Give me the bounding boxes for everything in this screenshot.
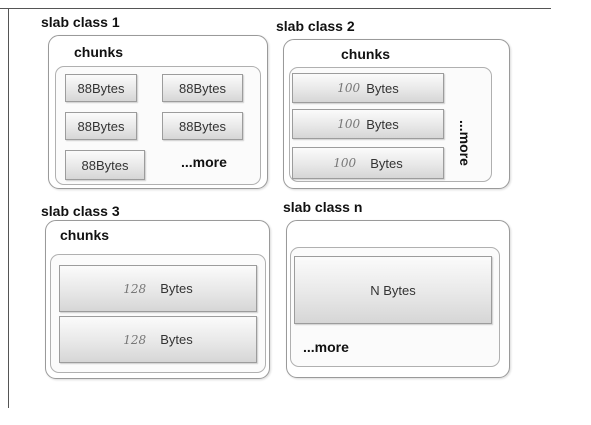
chunk-size-unit: Bytes bbox=[160, 332, 193, 347]
slab-class-n-chunk-area: N Bytes ...more bbox=[290, 247, 500, 367]
slab-class-1-chunks-label: chunks bbox=[74, 44, 124, 60]
chunk-size-number: 100 bbox=[337, 117, 361, 131]
chunk-size-number: 100 bbox=[337, 81, 361, 95]
slab-class-1-chunk: 88Bytes bbox=[65, 112, 137, 140]
slab-class-n-title: slab class n bbox=[283, 199, 363, 215]
slab-class-n-chunk: N Bytes bbox=[294, 256, 492, 324]
slab-class-1-chunk: 88Bytes bbox=[162, 112, 243, 140]
chunk-size-number: 128 bbox=[123, 281, 147, 296]
slab-class-2-chunk: 100 Bytes bbox=[292, 73, 444, 103]
slab-class-1-chunk-area: 88Bytes 88Bytes 88Bytes 88Bytes 88Bytes … bbox=[55, 66, 261, 185]
slab-class-2-title: slab class 2 bbox=[276, 18, 355, 34]
chunk-size-unit: Bytes bbox=[366, 80, 399, 96]
slab-class-1-chunk: 88Bytes bbox=[162, 74, 243, 102]
slab-class-1-title: slab class 1 bbox=[41, 14, 120, 30]
slab-class-3-chunks-label: chunks bbox=[60, 227, 110, 243]
slab-class-2-chunk: 100 Bytes bbox=[292, 109, 444, 139]
frame-left-border bbox=[8, 8, 9, 408]
chunk-size-unit: Bytes bbox=[160, 281, 193, 296]
frame-top-border bbox=[0, 8, 551, 9]
slab-class-2-chunks-label: chunks bbox=[341, 46, 391, 62]
slab-class-n-box: N Bytes ...more bbox=[286, 220, 510, 378]
slab-class-2-chunk: 100 Bytes bbox=[292, 147, 444, 179]
slab-class-3-chunk: 128 Bytes bbox=[59, 265, 257, 312]
slab-class-1-box: chunks 88Bytes 88Bytes 88Bytes 88Bytes 8… bbox=[48, 35, 268, 189]
chunk-size-number: 128 bbox=[123, 332, 147, 347]
slab-class-2-more-label: ...more bbox=[457, 120, 473, 166]
slab-class-1-chunk: 88Bytes bbox=[65, 150, 145, 180]
slab-class-1-more-label: ...more bbox=[181, 154, 227, 170]
chunk-size-number: 100 bbox=[333, 156, 357, 170]
slab-class-1-chunk: 88Bytes bbox=[65, 74, 137, 102]
slab-class-3-chunk: 128 Bytes bbox=[59, 316, 257, 363]
slab-class-3-title: slab class 3 bbox=[41, 203, 120, 219]
chunk-size-unit: Bytes bbox=[366, 116, 399, 132]
chunk-size-unit: Bytes bbox=[370, 155, 403, 171]
slab-class-n-more-label: ...more bbox=[303, 339, 349, 355]
